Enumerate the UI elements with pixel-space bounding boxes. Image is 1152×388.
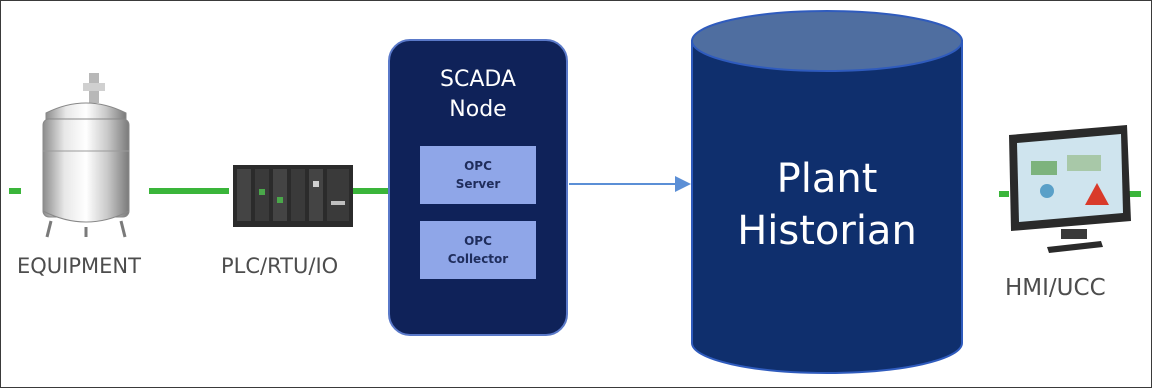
hmi-label: HMI/UCC (1005, 275, 1106, 301)
equipment-icon (42, 73, 130, 238)
scada-node: SCADA Node OPC Server OPC Collector (388, 39, 568, 336)
plant-historian-cylinder (691, 10, 963, 374)
plc-label: PLC/RTU/IO (221, 254, 339, 278)
plc-rack-icon (233, 165, 353, 227)
hmi-monitor-icon (1009, 125, 1131, 253)
opc-server-box: OPC Server (420, 146, 536, 204)
equipment-label: EQUIPMENT (17, 254, 141, 278)
plant-historian-label: Plant Historian (737, 156, 917, 254)
opc-collector-box: OPC Collector (420, 221, 536, 279)
arrow-scada-to-historian (569, 176, 691, 192)
scada-node-title: SCADA Node (440, 67, 516, 122)
